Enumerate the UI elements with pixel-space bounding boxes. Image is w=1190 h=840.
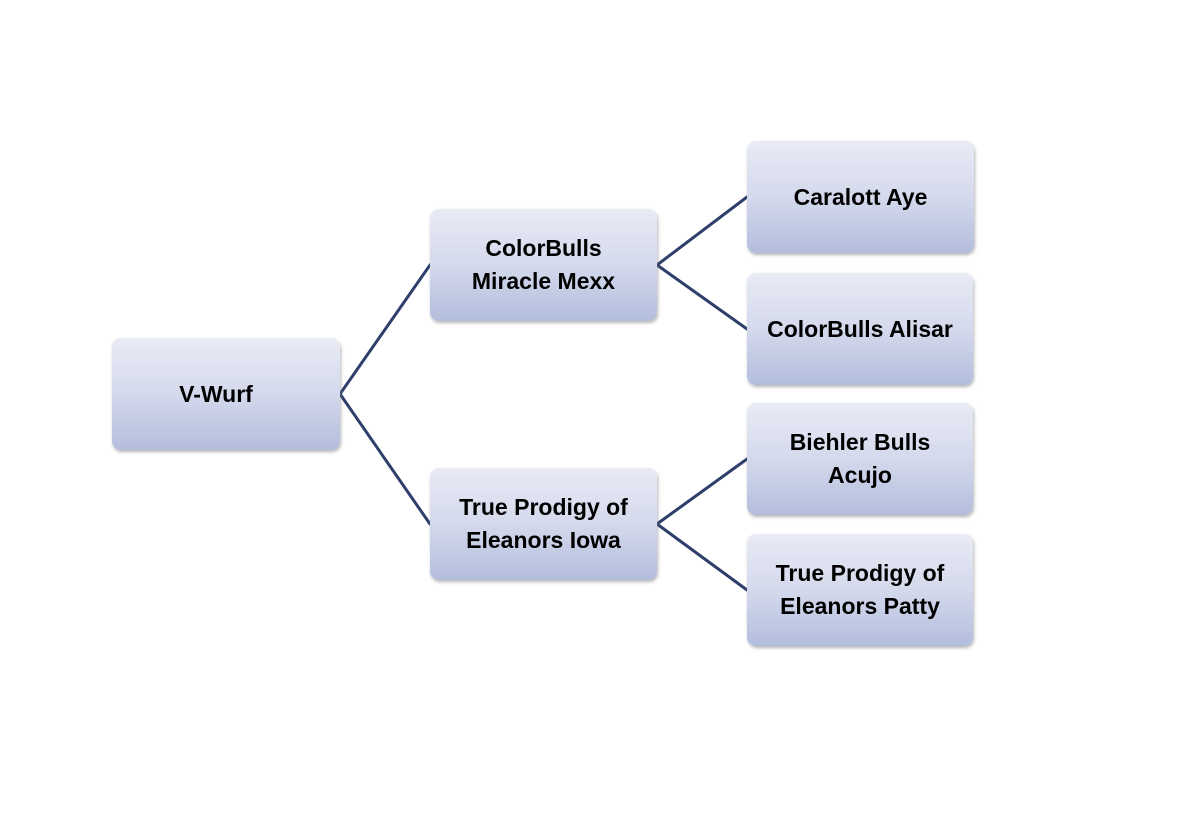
connector-line-1 [338,263,432,396]
node-parent-2: True Prodigy of Eleanors Iowa [430,468,657,580]
node-root: V-Wurf [112,338,340,450]
node-grandparent-1-label: Caralott Aye [793,183,928,210]
node-parent-1-label: ColorBulls Miracle Mexx [471,235,616,294]
node-parent-1: ColorBulls Miracle Mexx [430,209,657,321]
connector-line-6 [655,522,749,592]
node-grandparent-4: True Prodigy of Eleanors Patty [747,534,973,646]
node-grandparent-3: Biehler Bulls Acujo [747,403,973,515]
node-grandparent-1: Caralott Aye [747,141,974,253]
node-grandparent-4-label: True Prodigy of Eleanors Patty [775,560,945,619]
node-parent-2-label: True Prodigy of Eleanors Iowa [459,494,628,553]
connector-line-3 [655,195,749,267]
connector-line-2 [338,392,432,526]
connector-line-4 [655,263,749,331]
node-grandparent-2-label: ColorBulls Alisar [767,315,953,342]
node-grandparent-3-label: Biehler Bulls Acujo [789,429,931,488]
node-grandparent-2: ColorBulls Alisar [747,273,973,385]
node-root-label: V-Wurf [179,380,253,407]
connector-line-5 [655,457,749,526]
